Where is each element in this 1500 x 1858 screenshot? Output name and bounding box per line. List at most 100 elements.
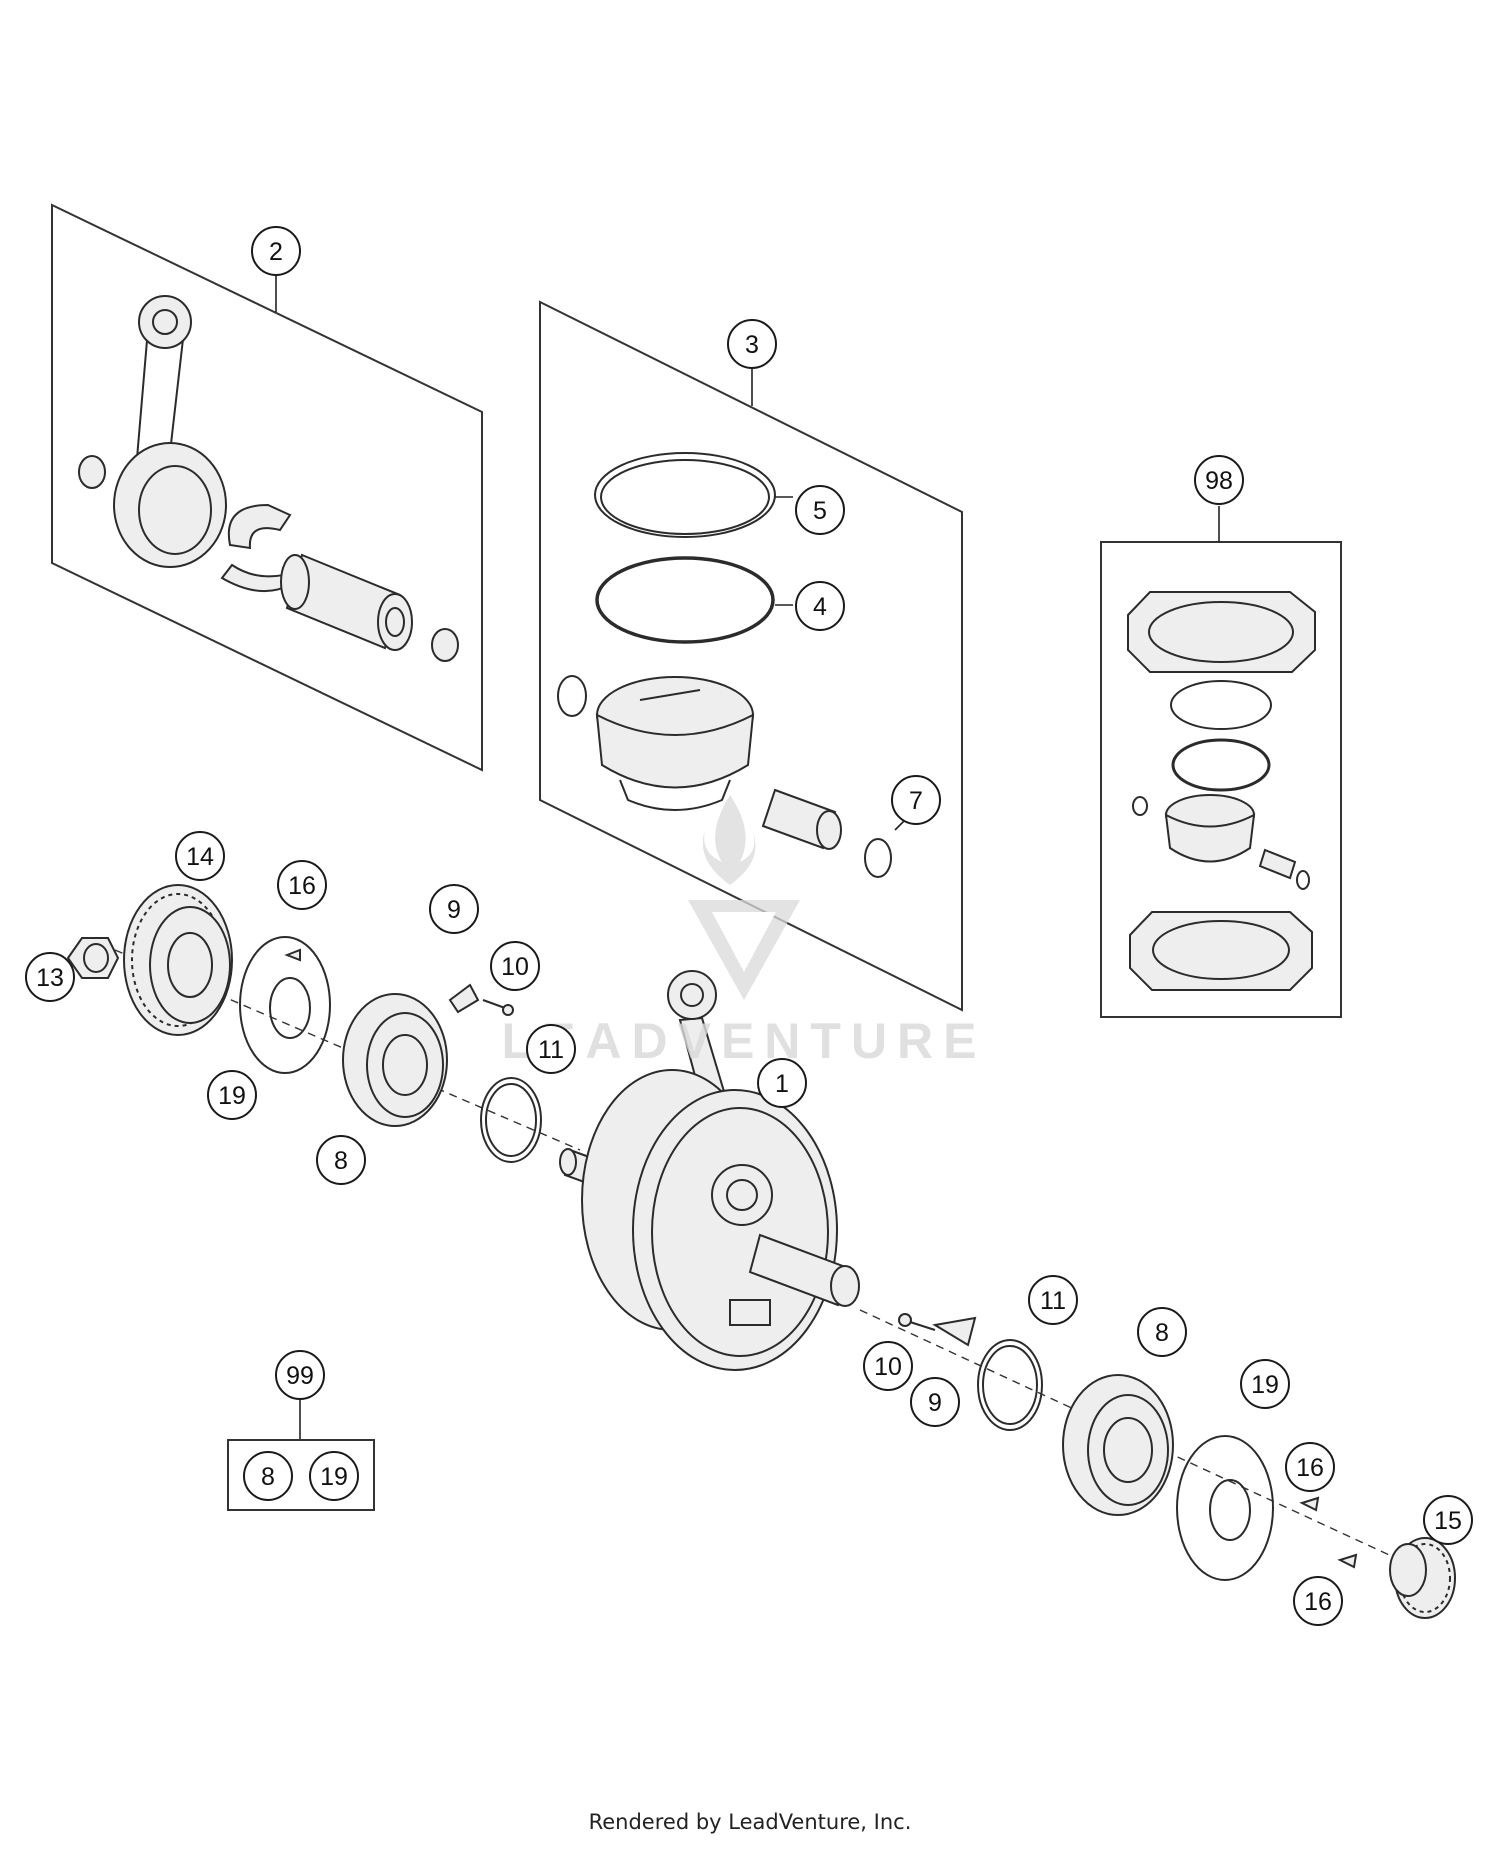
callout-number: 3 xyxy=(745,331,759,359)
ring-drawing xyxy=(1170,680,1272,730)
callout-number: 8 xyxy=(1155,1319,1169,1347)
piston-pin-drawing xyxy=(761,788,842,850)
callout-circle xyxy=(429,884,479,934)
woodruff-key-drawing xyxy=(1337,1553,1358,1569)
callout-8: 8 xyxy=(1137,1307,1187,1357)
callout-11: 11 xyxy=(526,1024,576,1074)
callout-circle xyxy=(1240,1359,1290,1409)
callout-circle xyxy=(277,860,327,910)
lock-plate-drawing xyxy=(448,983,514,1016)
callout-7: 7 xyxy=(891,775,941,825)
piston-ring-5-drawing xyxy=(600,459,770,535)
callout-number: 19 xyxy=(320,1463,348,1491)
bolt-drawing xyxy=(898,1313,936,1331)
callout-number: 16 xyxy=(1296,1454,1324,1482)
callout-number: 16 xyxy=(1304,1588,1332,1616)
callout-circle xyxy=(757,1058,807,1108)
shim-washer-drawing xyxy=(239,936,331,1074)
callout-circle xyxy=(891,775,941,825)
watermark-logo xyxy=(702,795,756,885)
main-bearing-drawing xyxy=(1062,1374,1174,1516)
piston-ring-4-drawing xyxy=(595,556,775,644)
small-piston-drawing xyxy=(1164,794,1256,863)
callout-4: 4 xyxy=(795,581,845,631)
connecting-rod-drawing xyxy=(113,295,227,568)
callout-16: 16 xyxy=(277,860,327,910)
callout-circle xyxy=(727,319,777,369)
callout-number: 10 xyxy=(501,953,529,981)
callout-2: 2 xyxy=(251,226,301,276)
watermark: LEADVENTURE xyxy=(501,795,977,1069)
callout-circle xyxy=(1293,1576,1343,1626)
lock-plate-drawing xyxy=(932,1316,977,1347)
callout-number: 16 xyxy=(288,872,316,900)
main-bearing-drawing xyxy=(342,993,448,1127)
callout-circle xyxy=(526,1024,576,1074)
shim-washer-drawing xyxy=(1176,1435,1274,1581)
callout-number: 8 xyxy=(334,1147,348,1175)
callout-5: 5 xyxy=(795,485,845,535)
thrust-washer-drawing xyxy=(78,455,106,489)
callout-16: 16 xyxy=(1293,1576,1343,1626)
callout-13: 13 xyxy=(25,952,75,1002)
callout-8: 8 xyxy=(316,1135,366,1185)
callout-number: 13 xyxy=(36,964,64,992)
crankshaft-gear-drawing xyxy=(123,884,233,1036)
piston-pin-clip-drawing xyxy=(864,838,892,878)
callout-number: 2 xyxy=(269,238,283,266)
left-crank-components xyxy=(66,884,581,1163)
callout-1: 1 xyxy=(757,1058,807,1108)
callout-8: 8 xyxy=(243,1451,293,1501)
crank-pin-drawing xyxy=(280,553,413,651)
callout-circle xyxy=(863,1341,913,1391)
callout-circle xyxy=(795,581,845,631)
callout-15: 15 xyxy=(1423,1495,1473,1545)
callout-number: 11 xyxy=(538,1036,564,1064)
callout-number: 14 xyxy=(186,843,214,871)
callout-16: 16 xyxy=(1285,1442,1335,1492)
footer-credit: Rendered by LeadVenture, Inc. xyxy=(588,1810,912,1834)
callout-circle xyxy=(795,485,845,535)
panel-bearing-kit xyxy=(227,1400,375,1511)
callout-circle xyxy=(275,1350,325,1400)
panel-gasket-set xyxy=(1100,506,1342,1018)
callout-circle xyxy=(207,1070,257,1120)
callout-circle xyxy=(1137,1307,1187,1357)
callout-number: 15 xyxy=(1434,1507,1462,1535)
panel-connecting-rod-kit xyxy=(51,203,483,772)
panel-piston-kit xyxy=(539,300,963,1012)
callout-number: 9 xyxy=(928,1389,942,1417)
callout-19: 19 xyxy=(207,1070,257,1120)
callout-9: 9 xyxy=(910,1377,960,1427)
callout-number: 98 xyxy=(1205,467,1233,495)
callout-number: 10 xyxy=(874,1353,902,1381)
o-ring-drawing xyxy=(977,1339,1043,1431)
callout-number: 99 xyxy=(286,1362,314,1390)
woodruff-key-drawing xyxy=(1299,1496,1320,1512)
callout-10: 10 xyxy=(863,1341,913,1391)
callout-number: 5 xyxy=(813,497,827,525)
piston-pin-clip-drawing xyxy=(557,675,587,717)
callout-circle xyxy=(175,831,225,881)
timing-gear-drawing xyxy=(1389,1537,1456,1619)
piston-ring-5-drawing xyxy=(594,452,776,538)
callout-circle xyxy=(309,1451,359,1501)
callout-circle xyxy=(490,941,540,991)
callout-98: 98 xyxy=(1194,455,1244,505)
o-ring-drawing xyxy=(480,1077,542,1163)
callout-number: 19 xyxy=(218,1082,246,1110)
callout-14: 14 xyxy=(175,831,225,881)
crankshaft-drawing xyxy=(559,970,860,1371)
callout-circle xyxy=(251,226,301,276)
callout-11: 11 xyxy=(1028,1275,1078,1325)
callout-number: 7 xyxy=(909,787,923,815)
callout-circle xyxy=(1028,1275,1078,1325)
callout-circle xyxy=(243,1451,293,1501)
callout-99: 99 xyxy=(275,1350,325,1400)
nut-drawing xyxy=(66,937,120,979)
right-crank-components xyxy=(859,1309,1456,1619)
callout-number: 1 xyxy=(775,1070,789,1098)
callout-number: 8 xyxy=(261,1463,275,1491)
